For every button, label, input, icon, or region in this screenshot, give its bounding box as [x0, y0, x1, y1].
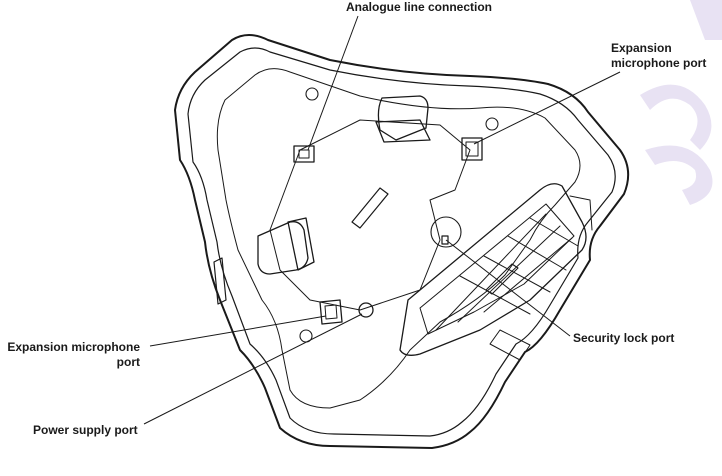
expansion-port-left-inner	[324, 304, 338, 320]
analogue-line-connection-label: Analogue line connection	[346, 0, 492, 15]
analogue-line-port	[293, 145, 315, 163]
recess-outline	[216, 68, 581, 409]
power-supply-port	[358, 302, 374, 318]
analogue-line-port-inner	[298, 149, 310, 159]
power-supply-port-text: Power supply port	[33, 423, 138, 437]
leader-expansion-left	[149, 315, 327, 347]
leader-security-lock	[445, 239, 571, 337]
security-lock-recess	[430, 216, 462, 248]
expansion-port-left	[319, 299, 343, 325]
left-pad	[257, 221, 309, 275]
center-platform	[269, 119, 471, 311]
expansion-microphone-port-left-label: Expansion microphone port	[6, 340, 140, 370]
expansion-left-line2: port	[116, 355, 140, 369]
watermark	[640, 0, 722, 205]
cable-tray	[399, 183, 593, 361]
screw-hole	[485, 117, 499, 131]
inner-housing-outline	[187, 47, 616, 437]
power-supply-port-label: Power supply port	[33, 423, 138, 438]
expansion-port-right-inner	[465, 141, 479, 157]
leader-analogue-line	[307, 15, 359, 151]
security-lock-port	[441, 235, 449, 245]
security-lock-port-text: Security lock port	[573, 331, 675, 345]
expansion-top-line1: Expansion	[611, 41, 672, 55]
leader-power-supply	[143, 313, 363, 425]
expansion-top-line2: microphone port	[611, 56, 707, 70]
side-latch	[213, 257, 227, 305]
expansion-left-line1: Expansion microphone	[7, 340, 140, 354]
leader-expansion-top	[473, 71, 621, 145]
center-slot	[351, 187, 389, 229]
screw-hole	[305, 87, 319, 101]
top-clip	[377, 95, 429, 141]
left-pad-block	[287, 217, 315, 271]
expansion-microphone-port-top-label: Expansion microphone port	[611, 41, 706, 71]
security-lock-port-label: Security lock port	[573, 331, 674, 346]
analogue-line-connection-text: Analogue line connection	[346, 0, 493, 14]
top-clip-block	[375, 119, 431, 143]
expansion-port-right	[461, 137, 483, 161]
